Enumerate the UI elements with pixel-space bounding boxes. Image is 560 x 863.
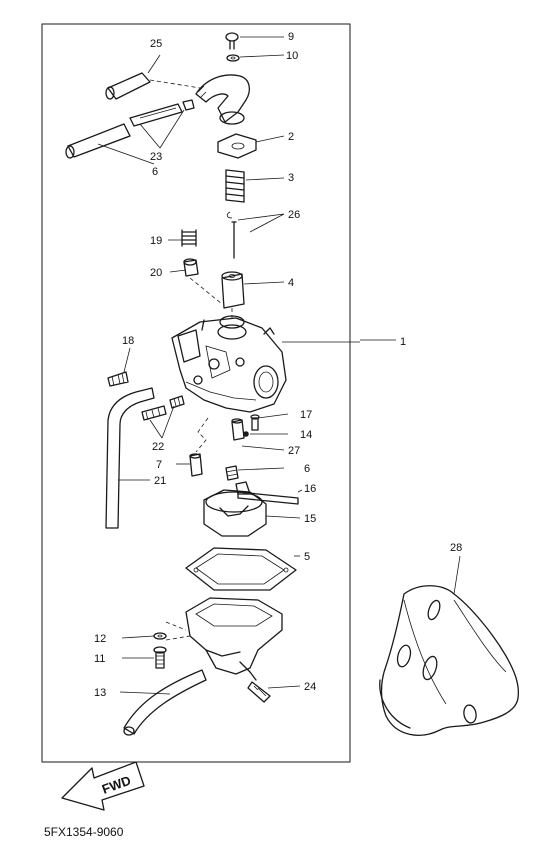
- callout-9: 9: [288, 31, 294, 43]
- part-screw-17: [250, 414, 260, 431]
- part-cover-28: [379, 585, 520, 736]
- part-gasket-plate-2: [217, 133, 257, 159]
- part-screw-9: [225, 32, 239, 50]
- callout-11: 11: [94, 653, 105, 665]
- callout-6-top: 6: [152, 166, 158, 178]
- assembly-frame: [41, 23, 351, 763]
- part-carburetor-body: [171, 315, 287, 413]
- part-needle-26: [226, 211, 237, 259]
- part-screw-18: [107, 371, 129, 387]
- callout-17: 17: [300, 409, 312, 421]
- part-washer-12: [153, 632, 167, 640]
- part-elbow-cap: [195, 74, 251, 125]
- callout-1: 1: [400, 336, 406, 348]
- callout-23: 23: [150, 151, 162, 163]
- callout-26: 26: [288, 209, 300, 221]
- part-jet-6-lower: [225, 465, 239, 481]
- callout-24: 24: [304, 681, 316, 693]
- part-screw-20: [183, 258, 199, 277]
- callout-27: 27: [288, 445, 300, 457]
- callout-7: 7: [156, 459, 162, 471]
- part-jet-holder-27: [231, 418, 245, 441]
- callout-2: 2: [288, 131, 294, 143]
- part-float-bowl: [165, 597, 283, 681]
- part-float-15: [203, 481, 267, 537]
- callout-16: 16: [304, 483, 316, 495]
- part-hose-25: [105, 72, 201, 100]
- callout-25: 25: [150, 38, 162, 50]
- part-washer-10: [226, 54, 240, 62]
- callout-3: 3: [288, 172, 294, 184]
- callout-13: 13: [94, 687, 106, 699]
- callout-28: 28: [450, 542, 462, 554]
- drawing-code: 5FX1354-9060: [44, 825, 124, 839]
- part-hose-6-top: [65, 123, 131, 159]
- fwd-label: FWD: [100, 773, 133, 797]
- callout-14: 14: [300, 429, 312, 441]
- callout-4: 4: [288, 277, 294, 289]
- part-spring-3: [225, 169, 245, 203]
- callout-19: 19: [150, 235, 162, 247]
- callout-10: 10: [286, 50, 298, 62]
- callout-labels: 1 2 3 4 5 6 6 7 9 10 11 12 13 14 15 16 1…: [94, 31, 462, 699]
- part-screws-22: [141, 395, 185, 421]
- callout-15: 15: [304, 513, 316, 525]
- callout-5: 5: [304, 551, 310, 563]
- callout-20: 20: [150, 267, 162, 279]
- part-pin-16: [237, 491, 299, 505]
- part-screw-24: [247, 681, 271, 703]
- callout-6-lower: 6: [304, 463, 310, 475]
- part-screw-11: [153, 646, 167, 669]
- part-gasket-5: [185, 547, 297, 591]
- callout-21: 21: [154, 475, 166, 487]
- fwd-arrow-icon: FWD: [61, 761, 145, 811]
- leader-lines: [97, 36, 461, 695]
- callout-18: 18: [122, 335, 134, 347]
- part-pipe-23: [129, 99, 195, 127]
- part-jet-7: [189, 453, 203, 477]
- callout-12: 12: [94, 633, 106, 645]
- part-throttle-valve-4: [189, 271, 245, 322]
- part-spring-19: [181, 229, 197, 247]
- part-hose-21: [105, 387, 155, 529]
- callout-22: 22: [152, 441, 164, 453]
- part-drain-hose-13: [123, 669, 207, 736]
